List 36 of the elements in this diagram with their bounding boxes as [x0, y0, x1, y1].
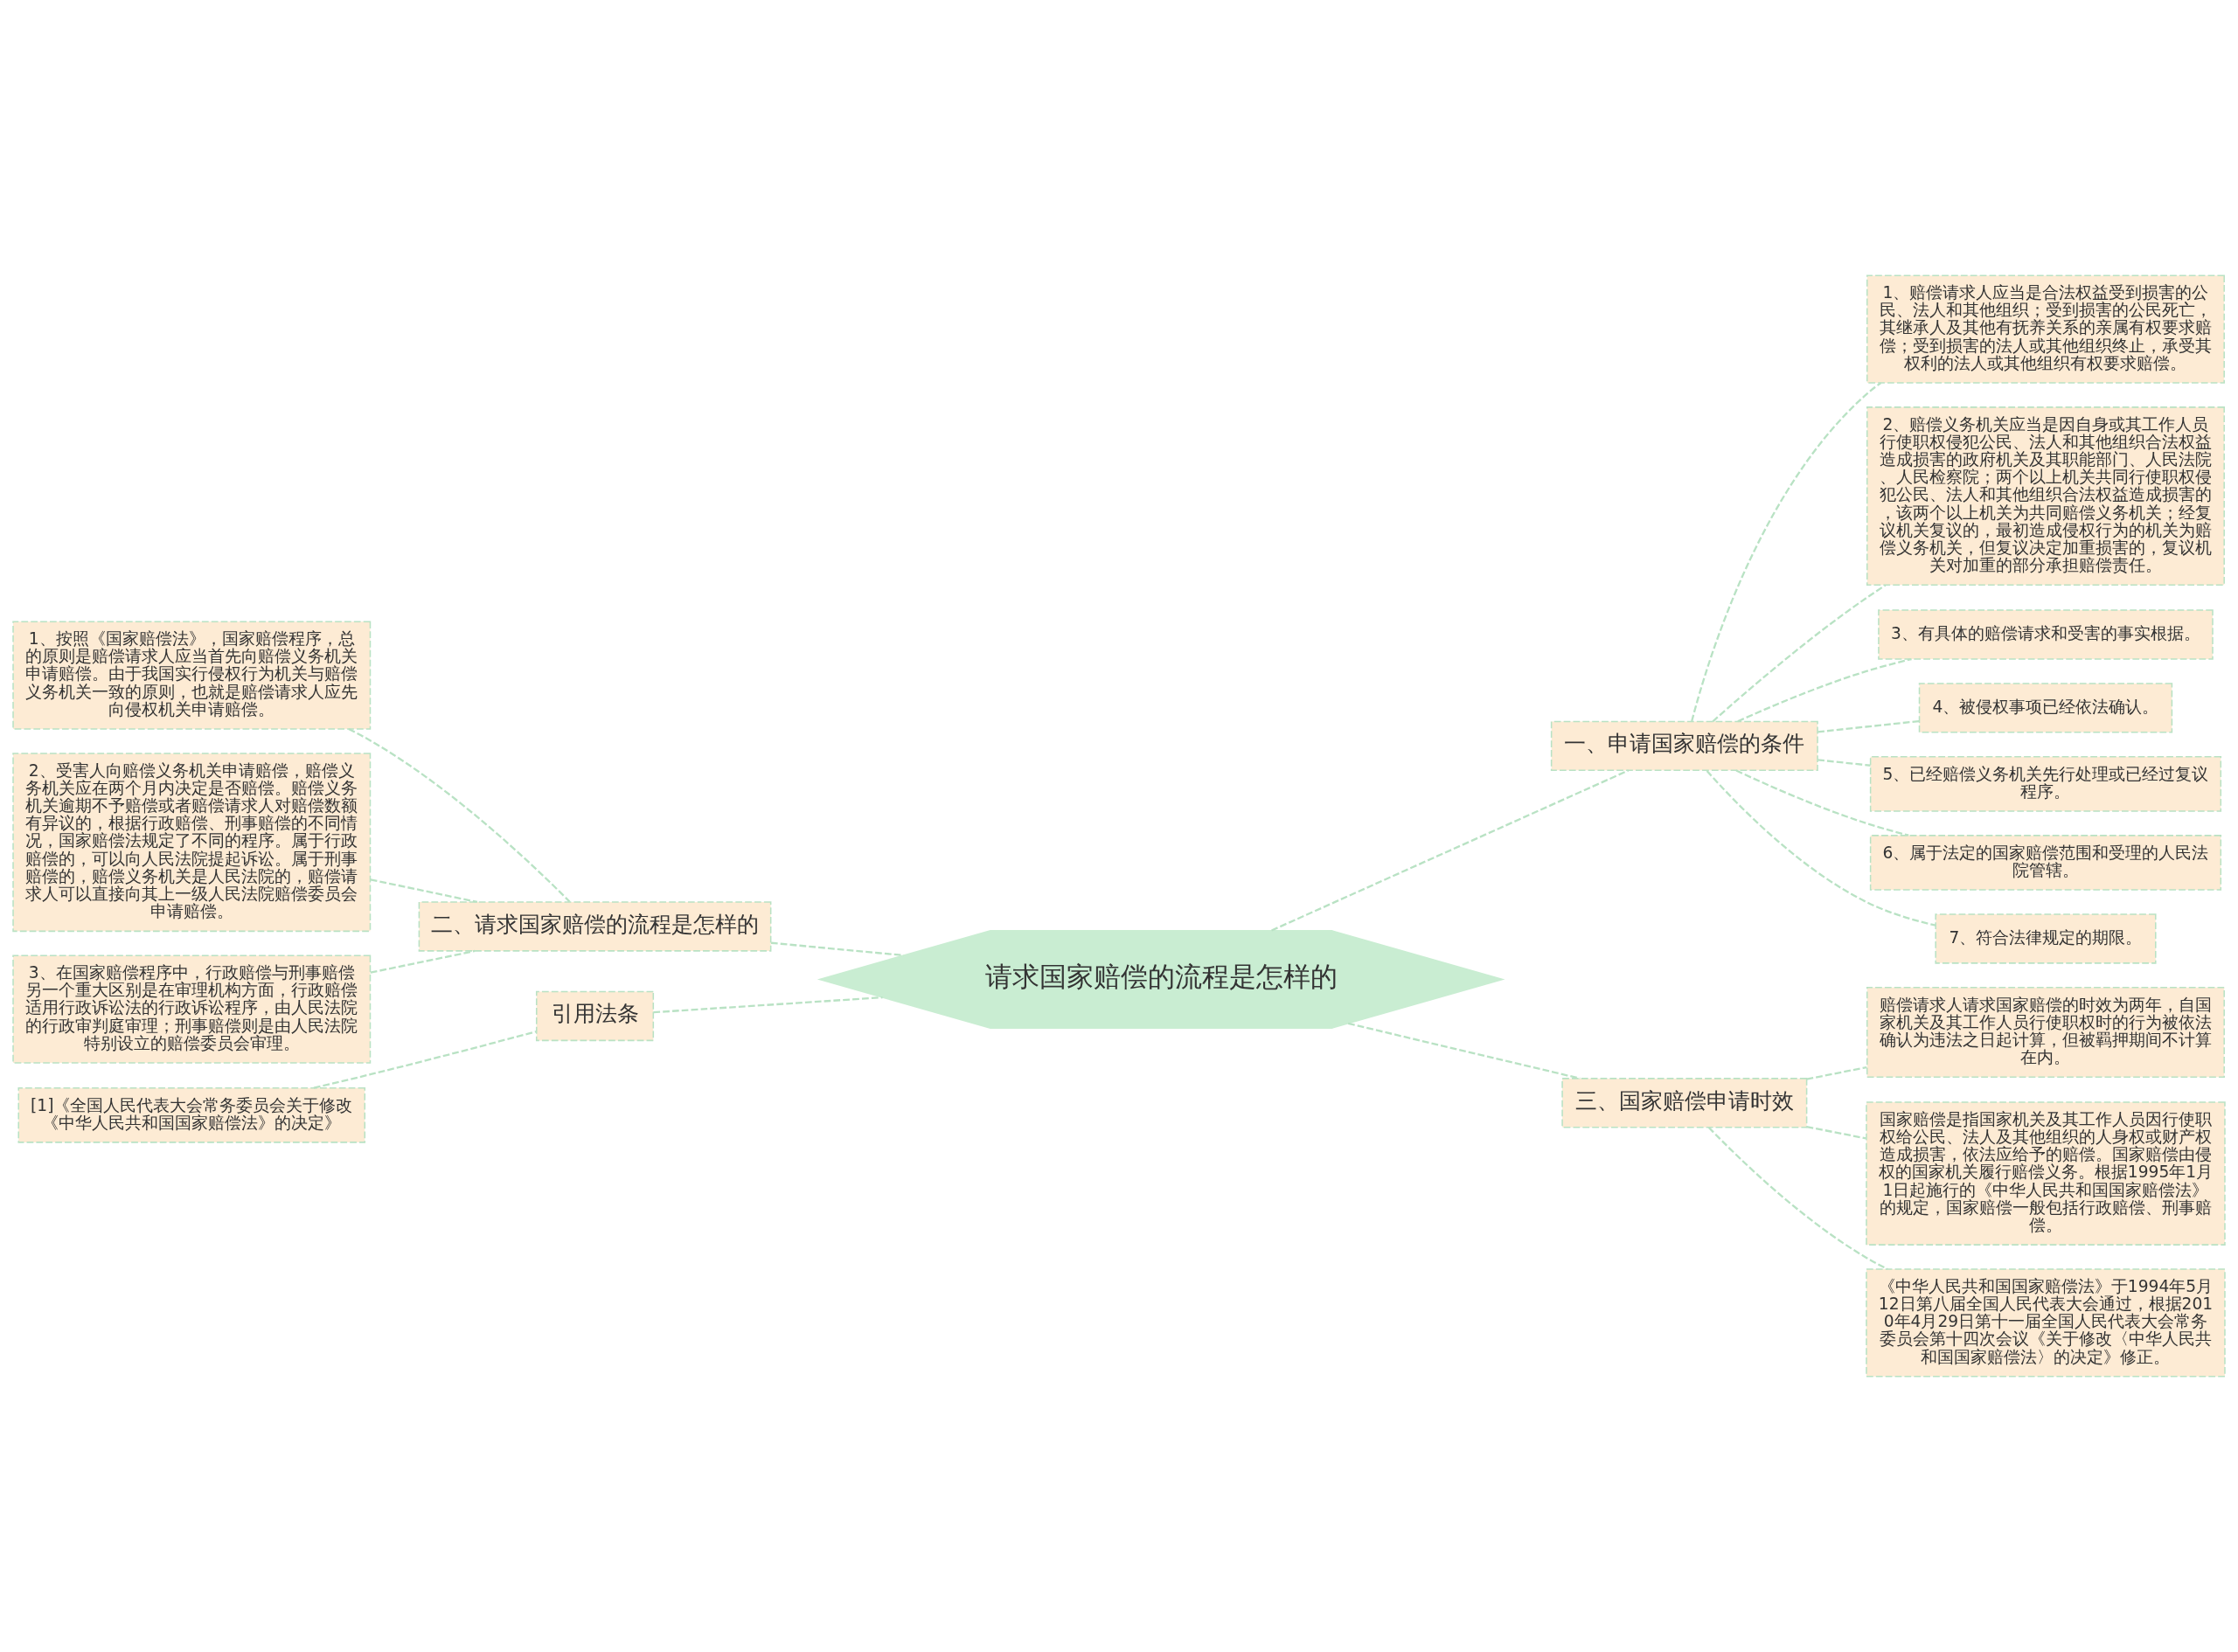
connector [1271, 769, 1630, 932]
connector [1737, 657, 1912, 723]
connector [1706, 770, 1936, 927]
connector [1806, 1125, 1866, 1140]
connector [1691, 382, 1882, 722]
connector [653, 996, 883, 1014]
node-box: 《中华人民共和国国家赔偿法》于1994年5月12日第八届全国人民代表大会通过，根据2010年4月29日第十一届全国人民代表大会常务委员会第十四次会议《关于修改〈中华人民共和国国家赔偿法〉的决定》修正。 [1866, 1268, 2226, 1378]
node-box: 引用法条 [535, 990, 655, 1042]
node-box: 1、按照《国家赔偿法》，国家赔偿程序，总的原则是赔偿请求人应当首先向赔偿义务机关申请赔偿。由于我国实行侵权行为机关与赔偿义务机关一致的原则，也就是赔偿请求人应先向侵权机关申请赔偿。 [12, 621, 372, 730]
node-box: 二、请求国家赔偿的流程是怎样的 [418, 901, 772, 952]
node-box: 国家赔偿是指国家机关及其工作人员因行使职权给公民、法人及其他组织的人身权或财产权造成损害，依法应给予的赔偿。国家赔偿由侵权的国家机关履行赔偿义务。根据1995年1月1日起施行的《中华人民共和国国家赔偿法》的规定，国家赔偿一般包括行政赔偿、刑事赔偿。 [1866, 1101, 2226, 1246]
connector [1735, 769, 1909, 836]
connector [313, 1031, 537, 1089]
connector [370, 878, 478, 904]
node-box: 6、属于法定的国家赔偿范围和受理的人民法院管辖。 [1869, 835, 2222, 891]
node-box: 2、受害人向赔偿义务机关申请赔偿，赔偿义务机关应在两个月内决定是否赔偿。赔偿义务机关逾期不予赔偿或者赔偿请求人对赔偿数额有异议的，根据行政赔偿、刑事赔偿的不同情况，国家赔偿法规定了不同的程序。属于行政赔偿的，可以向人民法院提起诉讼。属于刑事赔偿的，赔偿义务机关是人民法院的，赔偿请求人可以直接向其上一级人民法院赔偿委员会申请赔偿。 [12, 753, 372, 933]
node-box: 1、赔偿请求人应当是合法权益受到损害的公民、法人和其他组织；受到损害的公民死亡，其继承人及其他有抚养关系的亲属有权要求赔偿；受到损害的法人或其他组织终止，承受其权利的法人或其他组织有权要求赔偿。 [1866, 274, 2225, 384]
connector [770, 941, 904, 957]
node-box: 3、有具体的赔偿请求和受害的事实根据。 [1878, 609, 2214, 660]
connector [1712, 584, 1887, 723]
node-box: 2、赔偿义务机关应当是因自身或其工作人员行使职权侵犯公民、法人和其他组织合法权益造成损害的政府机关及其职能部门、人民法院、人民检察院；两个以上机关共同行使职权侵犯公民、法人和其他组织合法权益造成损害的，该两个以上机关为共同赔偿义务机关；经复议机关复议的，最初造成侵权行为的机关为赔偿义务机关，但复议决定加重损害的，复议机关对加重的部分承担赔偿责任。 [1866, 406, 2225, 587]
node-box: 5、已经赔偿义务机关先行处理或已经过复议程序。 [1869, 756, 2222, 812]
node-box: 赔偿请求人请求国家赔偿的时效为两年，自国家机关及其工作人员行使职权时的行为被依法确认为违法之日起计算，但被羁押期间不计算在内。 [1866, 987, 2225, 1079]
node-box: [1]《全国人民代表大会常务委员会关于修改《中华人民共和国国家赔偿法》的决定》 [17, 1086, 366, 1143]
node-box: 三、国家赔偿申请时效 [1561, 1078, 1808, 1128]
node-box: 3、在国家赔偿程序中，行政赔偿与刑事赔偿另一个重大区别是在审理机构方面，行政赔偿适用行政诉讼法的行政诉讼程序，由人民法院的行政审判庭审理；刑事赔偿则是由人民法院特别设立的赔偿委员会审理。 [12, 954, 372, 1064]
node-box: 一、申请国家赔偿的条件 [1550, 720, 1818, 772]
connector [1806, 1065, 1867, 1080]
connector [370, 949, 476, 974]
connector [1818, 719, 1920, 733]
node-box: 4、被侵权事项已经依法确认。 [1918, 683, 2173, 733]
connector [1707, 1127, 1888, 1271]
connector [1818, 759, 1871, 767]
connector [1347, 1022, 1581, 1079]
node-box: 7、符合法律规定的期限。 [1935, 913, 2157, 964]
connector [348, 727, 571, 903]
